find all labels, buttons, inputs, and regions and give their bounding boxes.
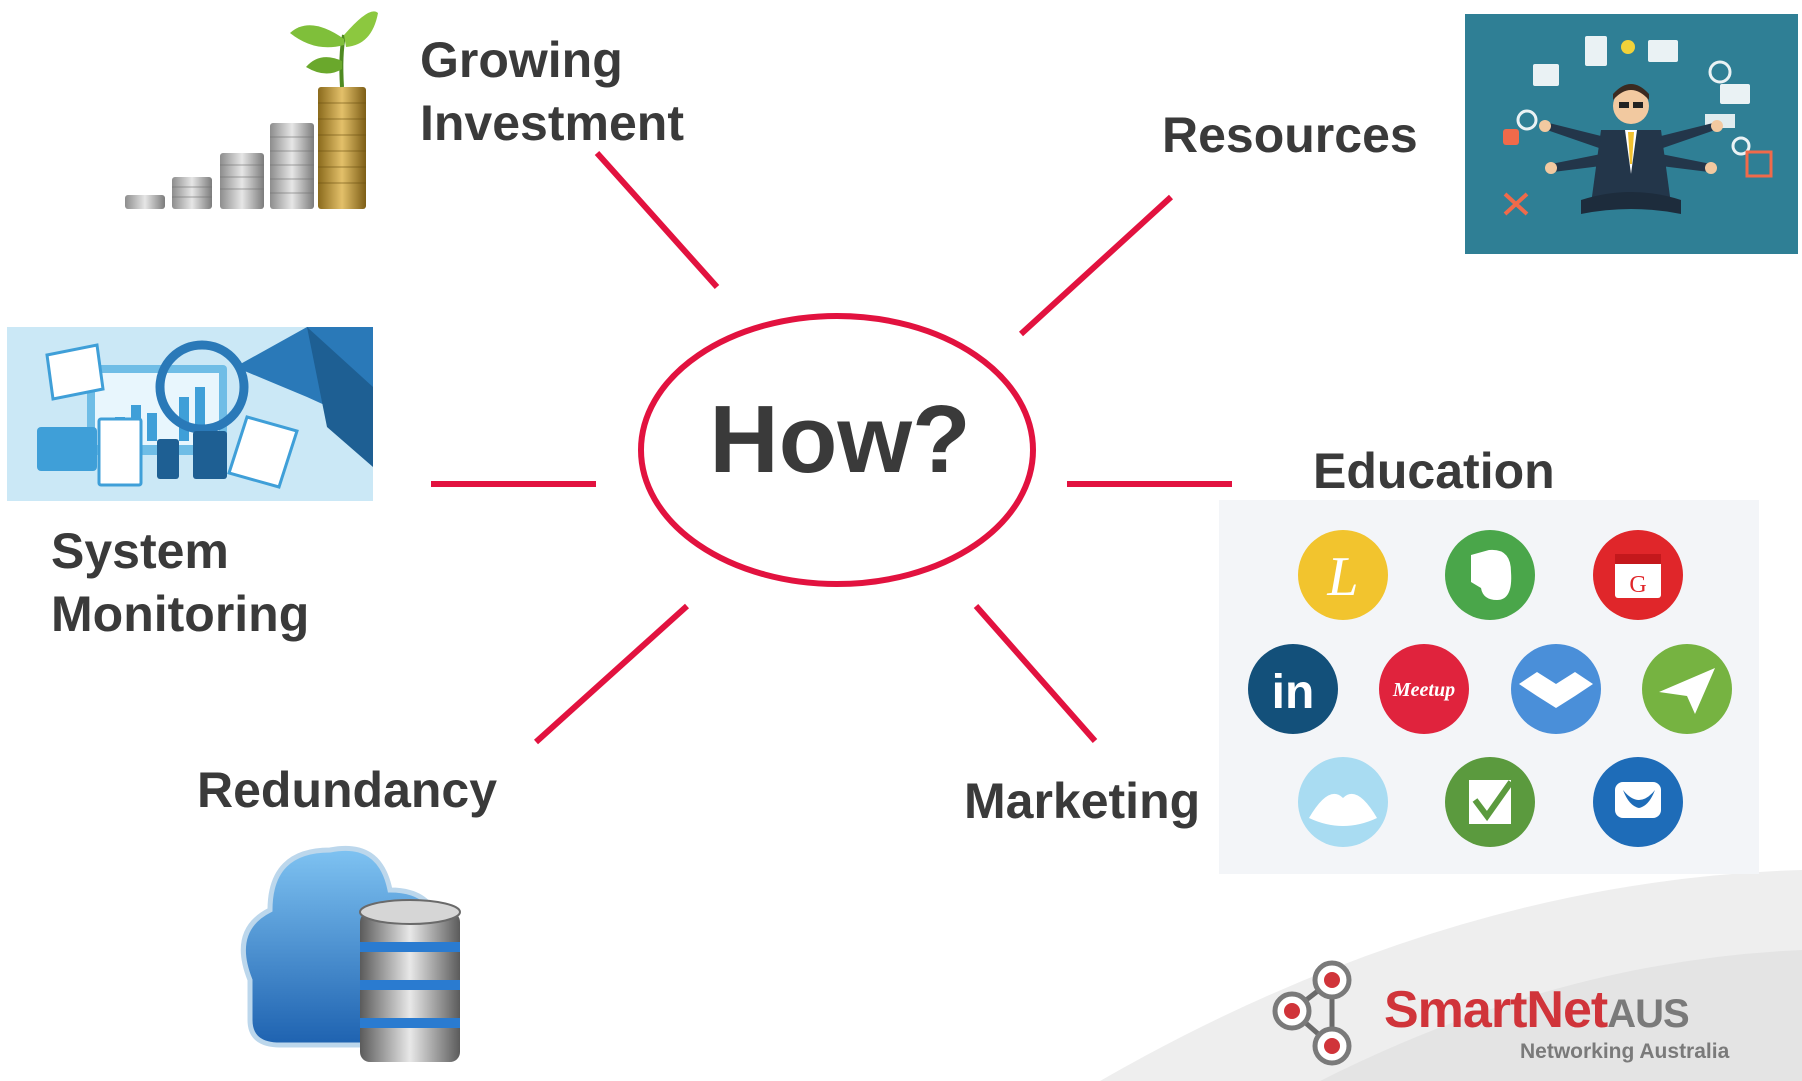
linkedin-icon: [1248, 644, 1338, 734]
system-monitoring-icon: [7, 327, 373, 501]
label-system-monitoring-line2: Monitoring: [51, 586, 310, 642]
label-education: Education: [1313, 443, 1555, 499]
label-redundancy: Redundancy: [197, 762, 498, 818]
connector-growing-investment: [594, 150, 720, 290]
google-calendar-icon: [1593, 530, 1683, 620]
logo-tagline: Networking Australia: [1520, 1040, 1730, 1063]
telegram-plane-icon: [1642, 644, 1732, 734]
lingvist-icon: L: [1298, 530, 1388, 620]
education-icons-panel: L G in Meetup: [1219, 500, 1759, 874]
meetup-icon: [1379, 644, 1469, 734]
logo-name-suffix: AUS: [1607, 992, 1689, 1036]
linkedin-icon-text: in: [1272, 666, 1315, 719]
label-growing-investment-line1: Growing: [420, 32, 623, 88]
evernote-icon: [1445, 530, 1535, 620]
logo-name: SmartNetAUS: [1384, 980, 1690, 1044]
connector-marketing: [973, 604, 1098, 743]
meetup-icon-text: Meetup: [1392, 679, 1455, 701]
twitter-icon: [1593, 757, 1683, 847]
center-label: How?: [709, 386, 971, 493]
connector-redundancy: [533, 603, 690, 745]
checklist-icon: [1445, 757, 1535, 847]
label-resources: Resources: [1162, 107, 1418, 163]
svg-text:L: L: [1326, 546, 1358, 608]
dropbox-icon: [1511, 644, 1601, 734]
cloud-database-icon: [240, 845, 461, 1062]
center-ellipse: [638, 313, 1036, 587]
coin-stacks-plant-icon: [125, 11, 378, 209]
calendar-icon-letter: G: [1629, 572, 1646, 598]
multitasking-businessman-icon: [1465, 14, 1798, 254]
label-system-monitoring-line1: System: [51, 523, 229, 579]
label-marketing: Marketing: [964, 773, 1201, 829]
label-growing-investment-line2: Investment: [420, 95, 684, 151]
smartnet-logo-icon: [1272, 960, 1352, 1066]
basecamp-icon: [1298, 757, 1388, 847]
logo-name-main: SmartNet: [1384, 981, 1608, 1039]
connector-resources: [1018, 194, 1174, 337]
